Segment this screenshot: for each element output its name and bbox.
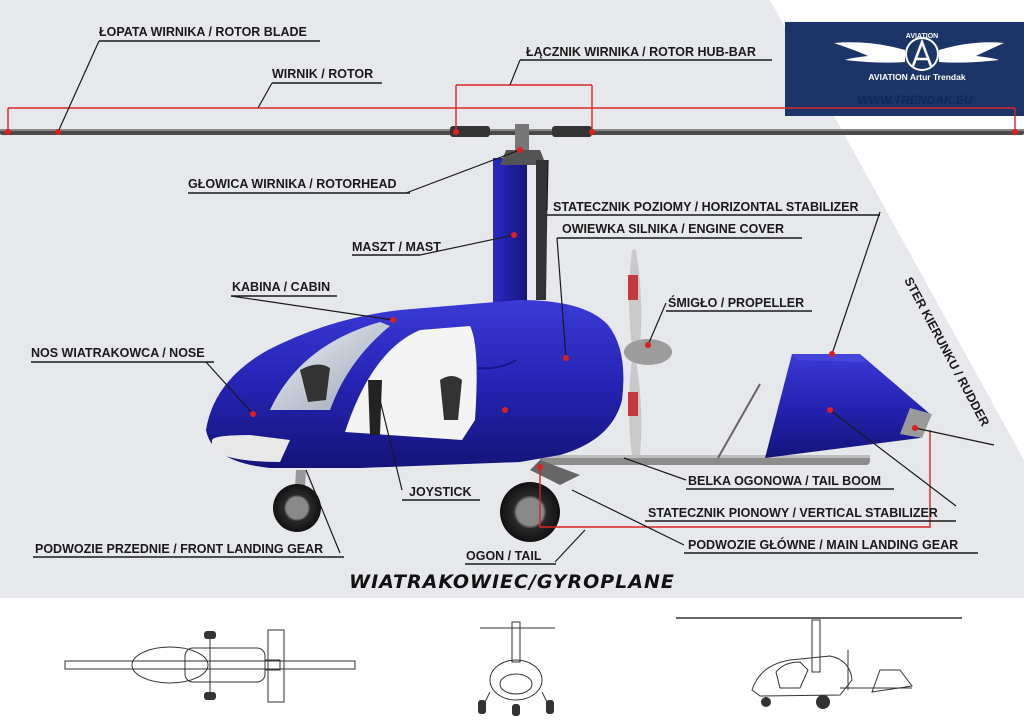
nose-light [212, 435, 290, 462]
website-url: WWW.TRENDAK.EU [857, 93, 972, 107]
logo-emblem-text: AVIATION [906, 33, 938, 40]
logo-background [785, 22, 1024, 116]
hub-bar-right [552, 126, 592, 137]
seat-rear [440, 376, 462, 420]
seat-front [300, 364, 330, 402]
propeller-tip-bottom [628, 392, 638, 416]
fuselage [206, 300, 624, 468]
label-rotorhead: GŁOWICA WIRNIKA / ROTORHEAD [188, 177, 397, 191]
mast [493, 158, 527, 308]
main-wheel [500, 482, 560, 542]
part-markers [5, 129, 1018, 470]
tail-boom-highlight [540, 455, 870, 458]
label-engine-cover: OWIEWKA SILNIKA / ENGINE COVER [562, 222, 784, 236]
label-tail-boom: BELKA OGONOWA / TAIL BOOM [688, 474, 881, 488]
label-horizontal-stabilizer: STATECZNIK POZIOMY / HORIZONTAL STABILIZ… [553, 200, 859, 214]
prerotator-shaft [536, 160, 548, 300]
diagram-title: WIATRAKOWIEC/GYROPLANE [349, 571, 675, 593]
label-tail: OGON / TAIL [466, 549, 542, 563]
hub-bar-bracket [455, 84, 593, 132]
rotor-span-bracket [7, 107, 1016, 132]
label-rotor-hub-bar: ŁĄCZNIK WIRNIKA / ROTOR HUB-BAR [526, 45, 756, 59]
joystick [368, 380, 382, 435]
side-view [676, 617, 962, 709]
propeller [624, 250, 672, 455]
front-wheel [273, 484, 321, 532]
rotor [0, 124, 1024, 152]
label-front-landing-gear: PODWOZIE PRZEDNIE / FRONT LANDING GEAR [35, 542, 323, 556]
windshield [270, 322, 390, 410]
propeller-tip-top [628, 275, 638, 300]
top-view [64, 629, 356, 703]
label-joystick: JOYSTICK [409, 485, 472, 499]
label-rotor: WIRNIK / ROTOR [272, 67, 373, 81]
antenna [717, 383, 761, 459]
vertical-stabilizer [765, 354, 930, 458]
label-rotor-blade: ŁOPATA WIRNIKA / ROTOR BLADE [99, 25, 307, 39]
tail-assembly [765, 354, 932, 458]
label-nose: NOS WIATRAKOWCA / NOSE [31, 346, 205, 360]
horizontal-stabilizer [792, 354, 866, 362]
hub-bar-left [450, 126, 490, 137]
label-vertical-stabilizer: STATECZNIK PIONOWY / VERTICAL STABILIZER [648, 506, 938, 520]
label-mast: MASZT / MAST [352, 240, 441, 254]
tail-boom-bracket [539, 430, 931, 528]
logo-company-name: AVIATION Artur Trendak [868, 72, 965, 82]
rotor-blade-highlight [0, 129, 1024, 131]
spinner [624, 339, 672, 365]
body-crease [477, 359, 517, 370]
wings-emblem-icon [834, 37, 1004, 71]
front-view [478, 621, 555, 716]
label-propeller: ŚMIGŁO / PROPELLER [668, 295, 804, 310]
rotorhead-hub [515, 124, 529, 152]
dimension-lines [7, 84, 1016, 528]
label-cabin: KABINA / CABIN [232, 280, 330, 294]
label-main-landing-gear: PODWOZIE GŁÓWNE / MAIN LANDING GEAR [688, 537, 958, 552]
aviation-logo: AVIATION AVIATION Artur Trendak WWW.TREN… [785, 22, 1024, 116]
leader-lines [57, 40, 995, 563]
